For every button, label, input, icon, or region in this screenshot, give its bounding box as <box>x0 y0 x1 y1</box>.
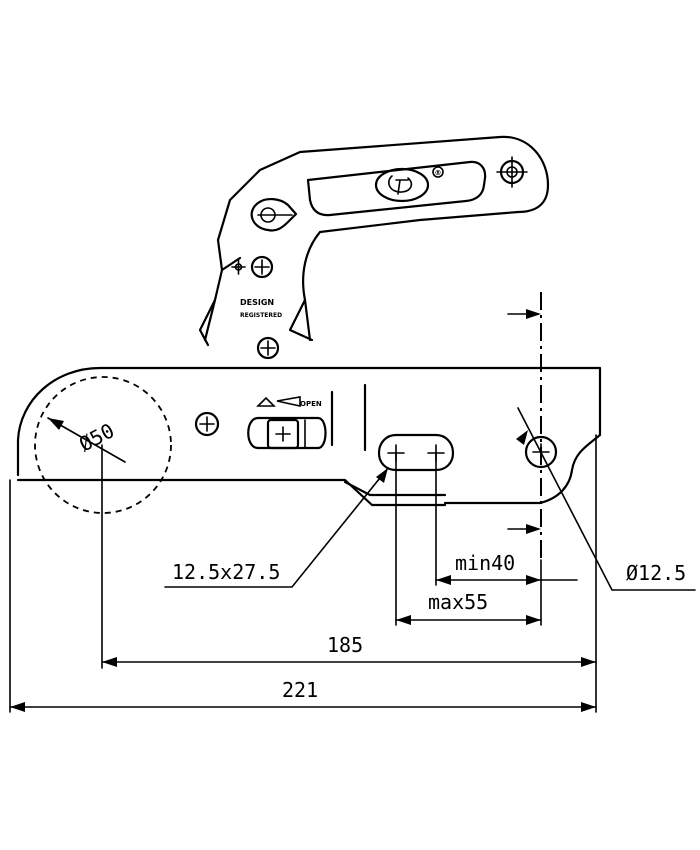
body-screw-icon <box>194 411 220 437</box>
brand-logo-icon <box>374 167 430 203</box>
handle-screw-icon <box>231 255 274 279</box>
dimension-labels: Ø50 12.5x27.5 min40 max55 Ø12.5 185 221 <box>75 418 686 702</box>
handle-lock-icon <box>250 198 298 232</box>
handle-base-screw-icon <box>256 336 280 360</box>
ball-diameter-label: Ø50 <box>75 418 118 456</box>
svg-text:OPEN: OPEN <box>300 400 322 408</box>
slot-hole-icon <box>377 433 455 472</box>
min-distance-label: min40 <box>455 551 515 575</box>
dimension-lines <box>9 579 597 708</box>
svg-text:REGISTERED: REGISTERED <box>240 312 282 319</box>
svg-text:®: ® <box>435 169 442 177</box>
coupling-handle: ® DESIGN REGISTERED <box>198 135 550 360</box>
coupling-body: OPEN <box>16 366 602 514</box>
svg-text:DESIGN: DESIGN <box>240 298 274 307</box>
design-registered-marking: DESIGN REGISTERED <box>240 298 282 319</box>
ball-socket-outline <box>34 376 172 514</box>
handle-pivot-icon <box>496 156 528 188</box>
ball-to-flange-label: 185 <box>327 633 363 657</box>
max-distance-label: max55 <box>428 590 488 614</box>
safety-button-icon <box>247 416 327 450</box>
overall-length-label: 221 <box>282 678 318 702</box>
slot-size-label: 12.5x27.5 <box>172 560 280 584</box>
hole-diameter-label: Ø12.5 <box>626 561 686 585</box>
open-indicator-icon: OPEN <box>256 396 322 408</box>
arrowheads <box>10 309 596 712</box>
registered-mark-icon: ® <box>432 166 444 178</box>
